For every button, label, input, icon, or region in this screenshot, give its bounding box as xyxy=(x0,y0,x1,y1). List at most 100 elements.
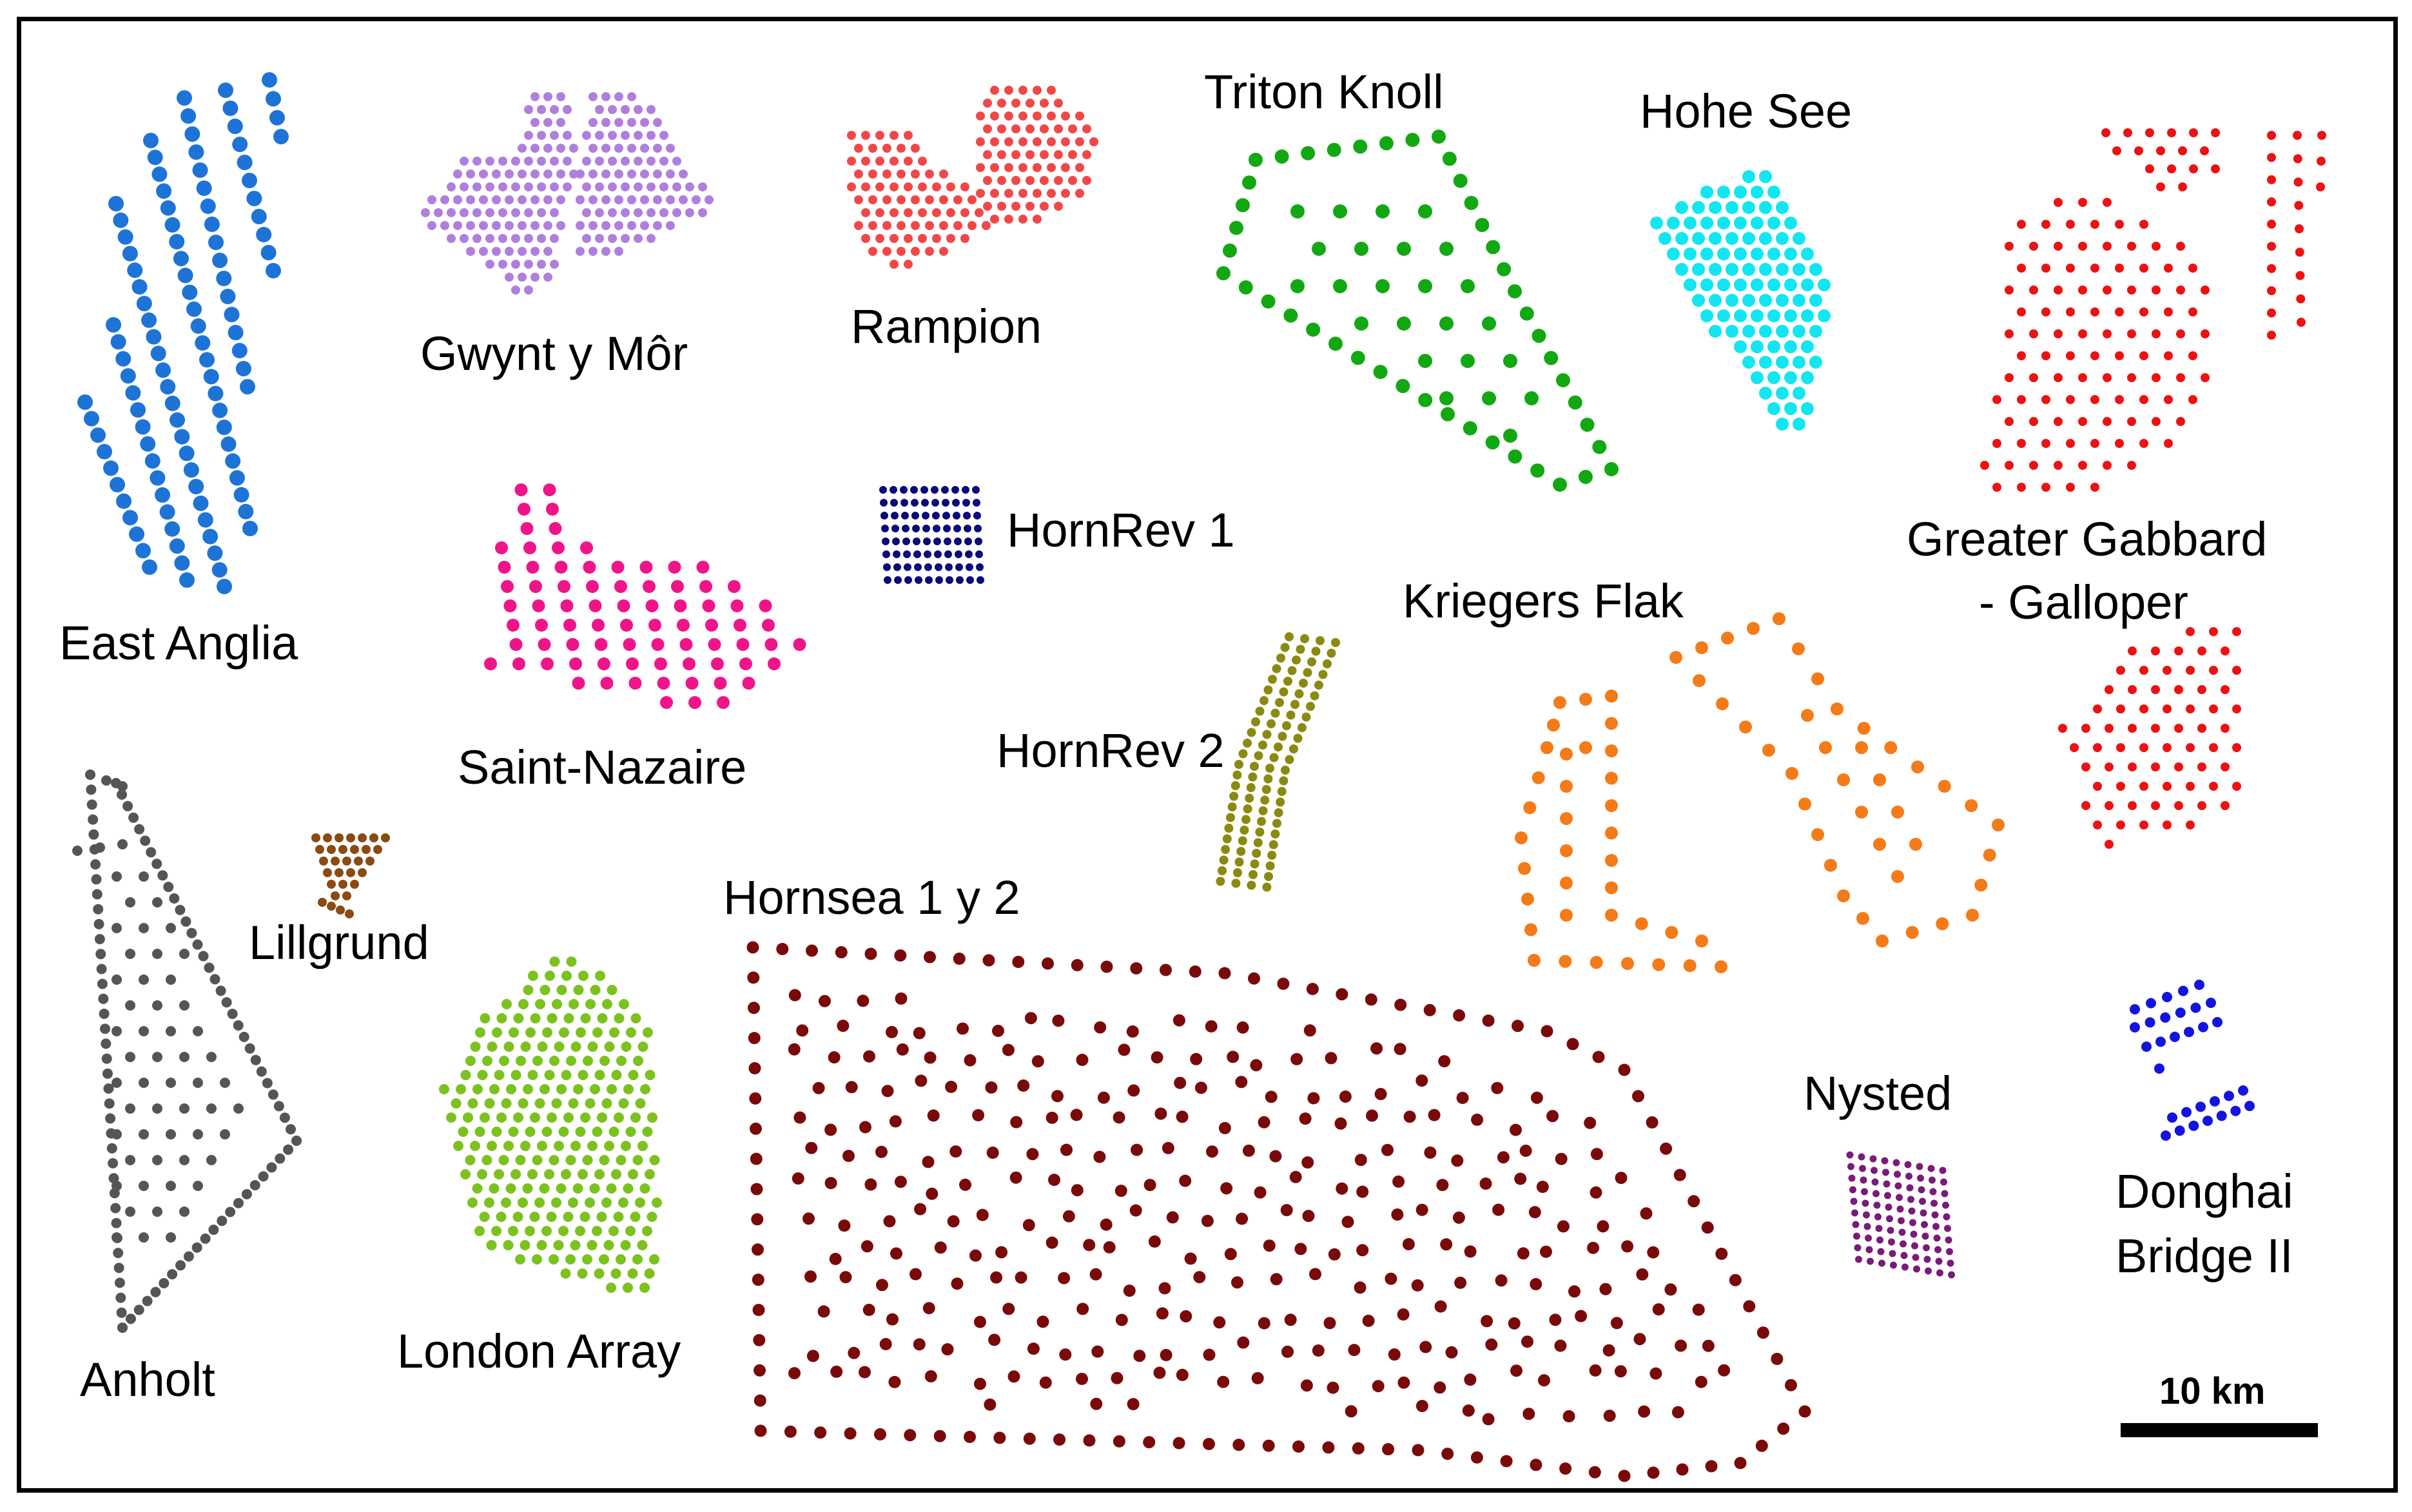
hornsea-turbine xyxy=(1729,1274,1742,1286)
kriegers-flak-turbine xyxy=(1873,773,1886,786)
hornsea-turbine xyxy=(1372,1380,1385,1393)
hornsea-turbine xyxy=(802,1212,815,1225)
kriegers-flak-turbine xyxy=(1560,812,1573,825)
london-array-turbine xyxy=(480,1013,491,1023)
london-array-turbine xyxy=(527,1070,538,1080)
east-anglia-turbine xyxy=(200,199,216,214)
donghai-turbine xyxy=(2181,1107,2192,1118)
nysted-turbine xyxy=(1865,1246,1873,1254)
hornrev-2-turbine xyxy=(1279,687,1289,697)
hornrev-1-turbine xyxy=(901,512,909,519)
hornsea-turbine xyxy=(793,1111,806,1124)
gwynt-y-mor-turbine xyxy=(485,234,494,243)
anholt-turbine xyxy=(105,1113,116,1124)
hohe-see-turbine xyxy=(1726,232,1738,245)
gwynt-y-mor-turbine xyxy=(530,221,540,230)
triton-knoll-turbine xyxy=(1482,391,1496,405)
hornsea-turbine xyxy=(1485,1338,1498,1351)
hohe-see-turbine xyxy=(1726,263,1738,276)
rampion-turbine xyxy=(1040,124,1049,133)
gwynt-y-mor-turbine xyxy=(659,157,668,166)
hornrev-2-turbine xyxy=(1260,795,1270,805)
gwynt-y-mor-turbine xyxy=(692,195,701,204)
gwynt-y-mor-turbine xyxy=(492,170,501,179)
saint-nazaire-turbine xyxy=(554,561,568,574)
anholt-turbine xyxy=(92,889,102,900)
lillgrund-turbine xyxy=(354,857,363,866)
hornsea-turbine xyxy=(1248,972,1260,985)
hornrev-2-turbine xyxy=(1289,744,1298,753)
greater-gabbard-turbine xyxy=(2116,704,2125,713)
saint-nazaire-turbine xyxy=(759,599,772,612)
triton-knoll-turbine xyxy=(1439,391,1454,405)
gwynt-y-mor-turbine xyxy=(576,221,585,230)
saint-nazaire-turbine xyxy=(592,619,605,632)
london-array-turbine xyxy=(603,1240,614,1250)
hornrev-1-turbine xyxy=(964,538,972,545)
hornsea-turbine xyxy=(1023,1432,1036,1445)
london-array-turbine xyxy=(590,1084,600,1094)
anholt-turbine xyxy=(208,1225,219,1236)
hohe-see-turbine xyxy=(1734,278,1747,291)
triton-knoll-turbine xyxy=(1463,421,1477,436)
hornrev-1-turbine xyxy=(880,512,888,519)
hohe-see-turbine xyxy=(1700,186,1713,199)
greater-gabbard-turbine xyxy=(2005,461,2014,470)
hornsea-turbine xyxy=(1300,1379,1313,1392)
greater-gabbard-turbine xyxy=(2174,801,2183,810)
hornrev-1-turbine xyxy=(966,563,973,571)
london-array-turbine xyxy=(620,1240,631,1250)
hornsea-turbine xyxy=(1440,1238,1453,1251)
hornsea-turbine xyxy=(875,1145,888,1158)
london-array-turbine xyxy=(480,1112,490,1123)
london-array-turbine xyxy=(479,1212,490,1222)
triton-knoll-turbine xyxy=(1464,195,1479,210)
gwynt-y-mor-turbine xyxy=(518,195,527,204)
hornrev-2-turbine xyxy=(1274,808,1283,817)
rampion-turbine xyxy=(890,182,899,191)
rampion-turbine xyxy=(1054,124,1063,133)
triton-knoll-turbine xyxy=(1556,373,1570,387)
hornsea-turbine xyxy=(1397,1376,1410,1389)
hornrev-1-turbine xyxy=(963,512,971,519)
hornsea-turbine xyxy=(927,1109,940,1122)
greater-gabbard-turbine xyxy=(2127,417,2136,426)
gwynt-y-mor-turbine xyxy=(588,170,598,179)
hornsea-turbine xyxy=(1189,965,1201,978)
hornsea-turbine xyxy=(1636,1268,1649,1281)
gwynt-y-mor-turbine xyxy=(653,221,662,230)
anholt-turbine xyxy=(258,1171,269,1182)
kriegers-flak-turbine xyxy=(1547,719,1560,732)
hornsea-turbine xyxy=(1562,1410,1575,1422)
label-hohe-see: Hohe See xyxy=(1640,84,1852,138)
hornsea-turbine xyxy=(1365,993,1377,1006)
london-array-turbine xyxy=(515,1155,526,1165)
rampion-turbine xyxy=(1089,137,1098,146)
donghai-turbine xyxy=(2160,1012,2171,1023)
hohe-see-turbine xyxy=(1650,217,1663,229)
hornsea-turbine xyxy=(1522,1408,1535,1420)
greater-gabbard-turbine xyxy=(2188,351,2197,360)
greater-gabbard-turbine xyxy=(2293,131,2302,140)
hornsea-turbine xyxy=(1510,1123,1522,1136)
gwynt-y-mor-turbine xyxy=(640,170,649,179)
greater-gabbard-turbine xyxy=(2054,198,2063,207)
greater-gabbard-turbine xyxy=(2156,146,2165,155)
east-anglia-turbine xyxy=(97,443,112,460)
gwynt-y-mor-turbine xyxy=(440,195,449,204)
hornsea-turbine xyxy=(1352,1442,1365,1455)
nysted-turbine xyxy=(1898,1228,1906,1236)
london-array-turbine xyxy=(611,1070,622,1080)
anholt-turbine xyxy=(93,904,104,915)
hornsea-turbine xyxy=(1356,1185,1369,1198)
donghai-turbine xyxy=(2212,1017,2222,1027)
gwynt-y-mor-turbine xyxy=(537,260,546,269)
hohe-see-turbine xyxy=(1658,232,1671,245)
hornrev-1-turbine xyxy=(904,576,912,584)
greater-gabbard-turbine xyxy=(2017,264,2026,273)
east-anglia-turbine xyxy=(135,543,151,559)
label-donghai-line1: Donghai xyxy=(2115,1165,2293,1218)
kriegers-flak-turbine xyxy=(1605,744,1618,757)
hornsea-turbine xyxy=(1434,1381,1446,1394)
greater-gabbard-turbine xyxy=(2005,286,2014,295)
